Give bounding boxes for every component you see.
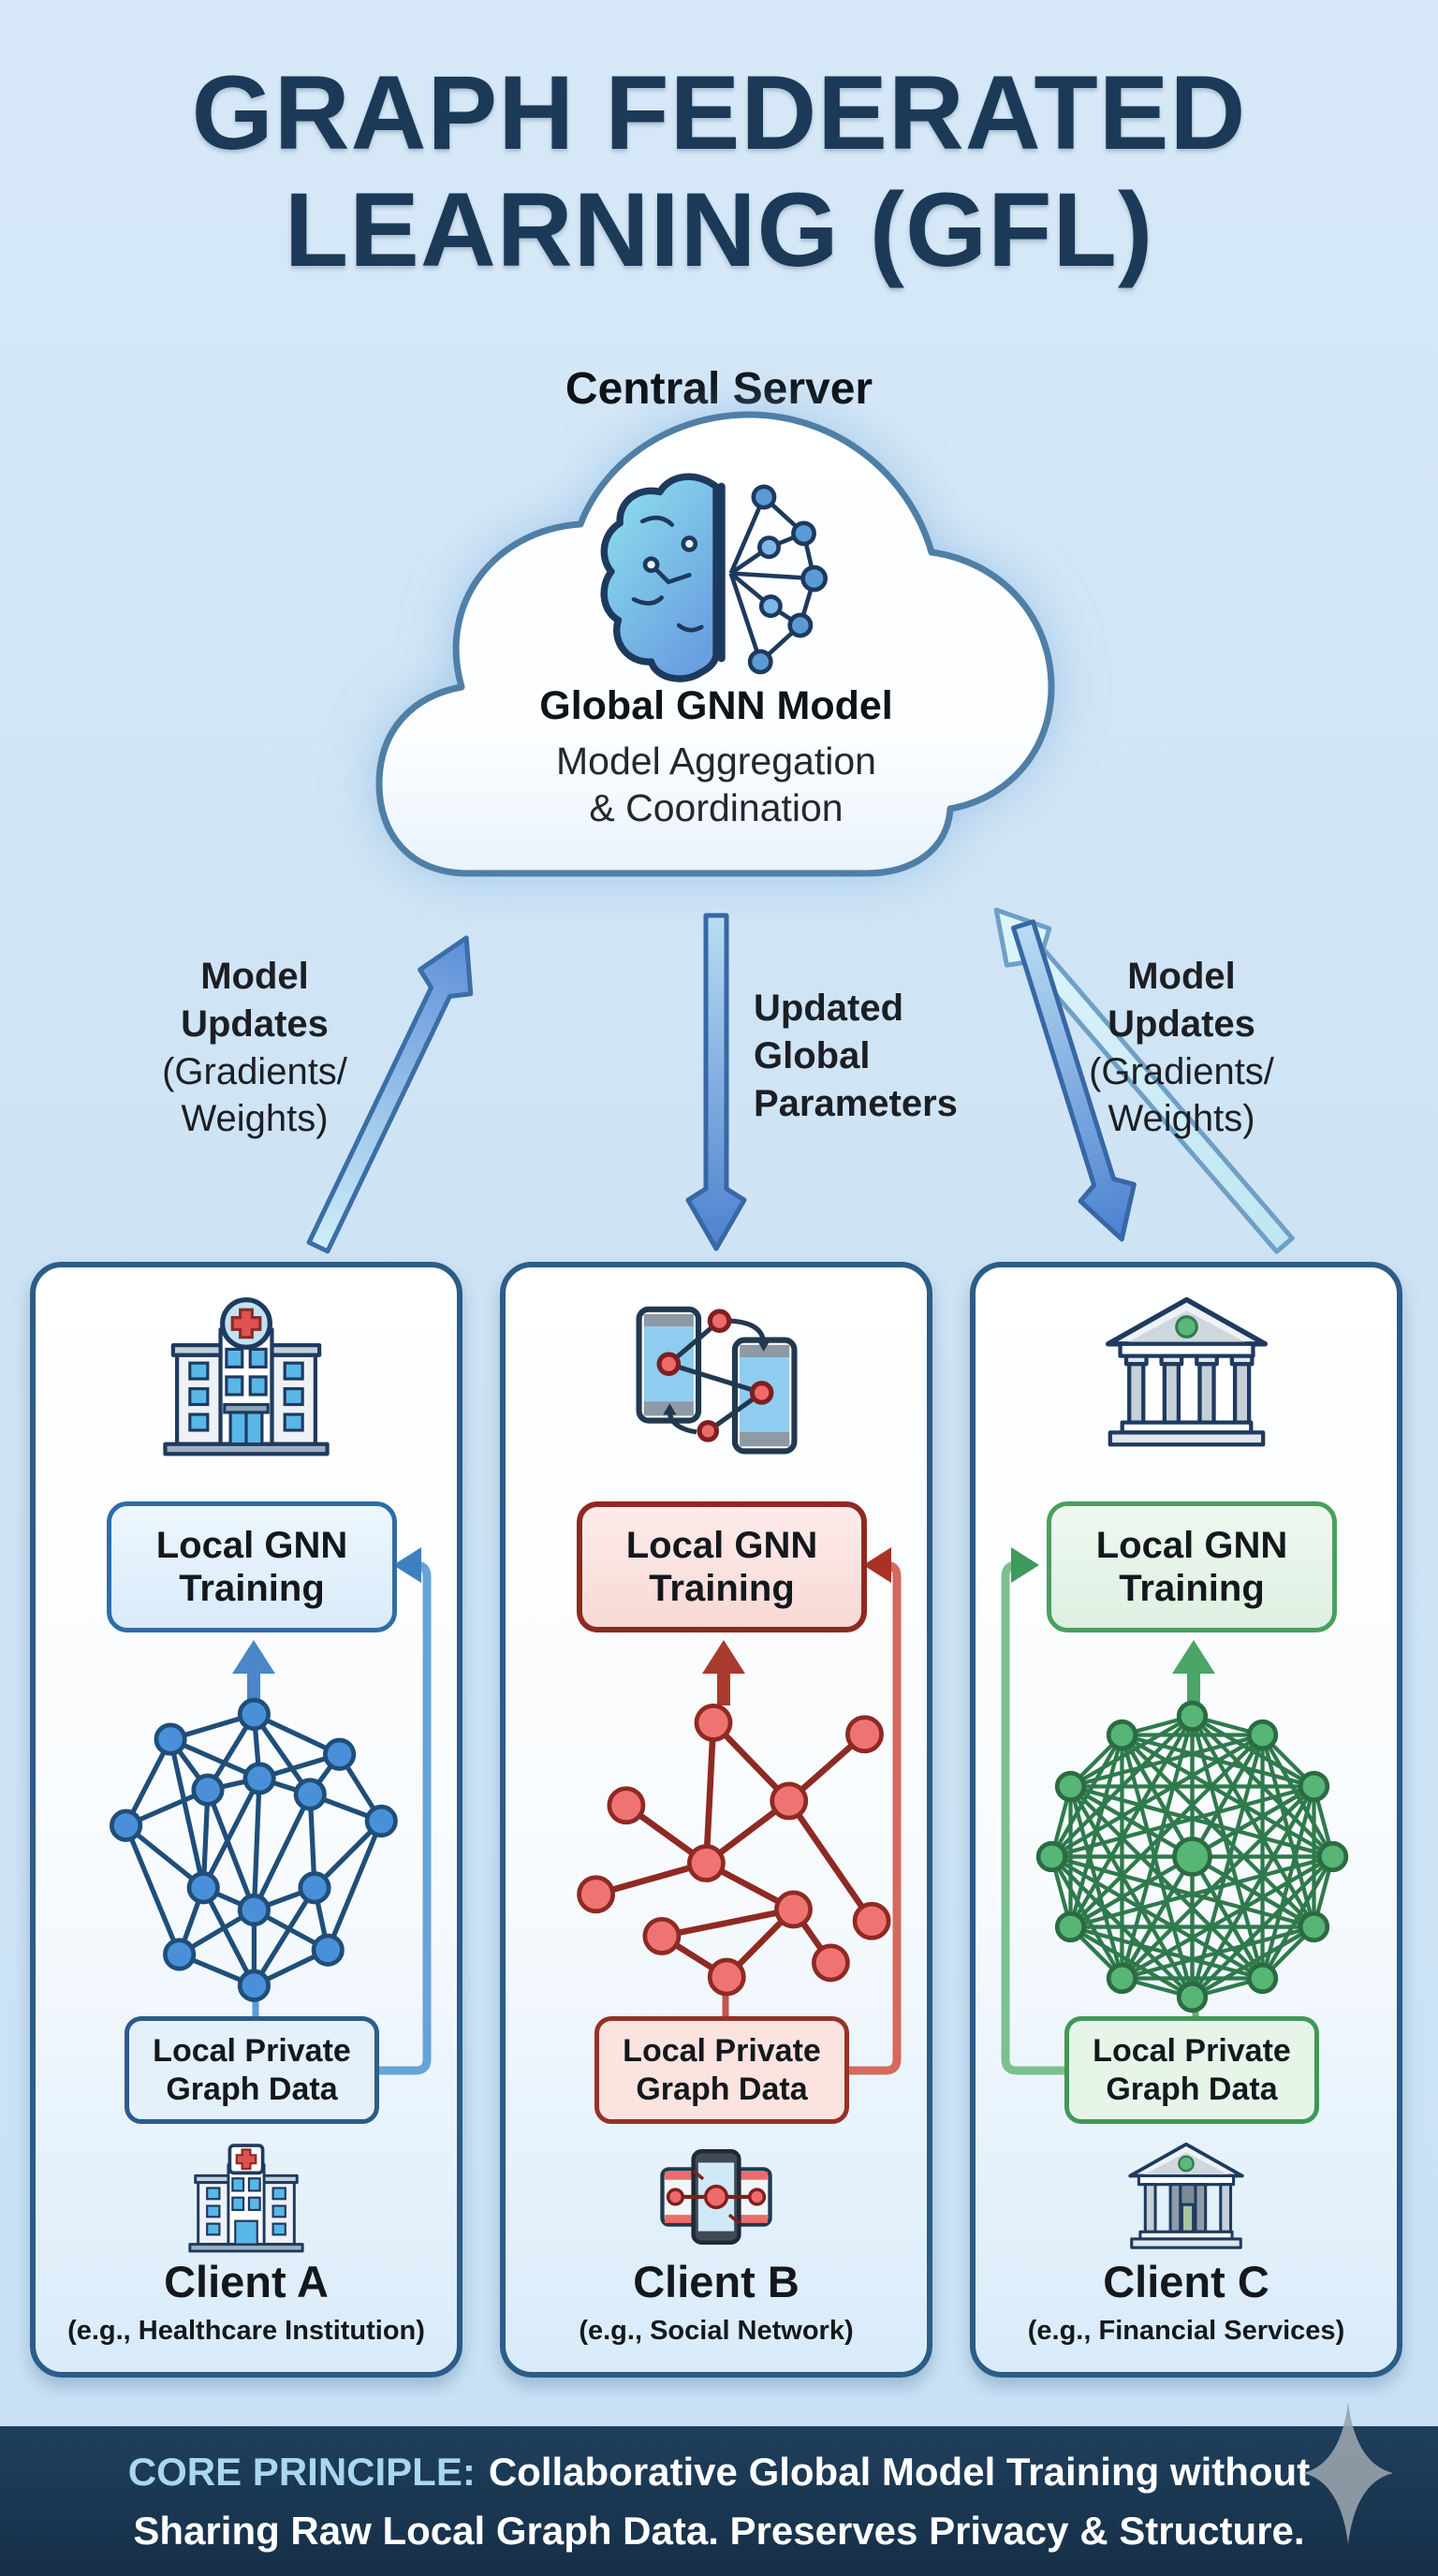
client-a-panel: Local GNN Training Local Private Graph D… — [30, 1262, 462, 2378]
hospital-icon — [36, 1294, 457, 1467]
client-c-local-gnn-training-box: Local GNN Training — [1047, 1501, 1337, 1632]
client-b-art — [577, 1547, 902, 2075]
client-a-local-gnn-training-box: Local GNN Training — [107, 1501, 397, 1632]
flow-label-left: Model Updates (Gradients/ Weights) — [162, 956, 347, 1140]
blue-graph-network — [110, 1697, 398, 2002]
loop-arrowhead-icon — [393, 1547, 421, 1583]
page-title: GRAPH FEDERATED LEARNING (GFL) — [0, 54, 1438, 289]
client-a-subtitle: (e.g., Healthcare Institution) — [67, 2316, 425, 2346]
client-a-local-private-graph-data-box: Local Private Graph Data — [125, 2016, 379, 2124]
banner-line1: CORE PRINCIPLE:Collaborative Global Mode… — [127, 2450, 1311, 2494]
smartphones-icon — [506, 1294, 927, 1462]
client-b-panel: Local GNN Training Local Private Graph D… — [500, 1262, 932, 2378]
client-c-art — [1001, 1547, 1349, 2075]
server-role-line2: & Coordination — [589, 786, 844, 829]
core-principle-banner: CORE PRINCIPLE:Collaborative Global Mode… — [0, 2426, 1438, 2576]
server-role-line1: Model Aggregation — [556, 739, 876, 783]
page-title-line1: GRAPH FEDERATED — [191, 54, 1247, 171]
green-graph-network — [1035, 1700, 1349, 2013]
loop-arrowhead-icon — [1011, 1547, 1039, 1583]
up-arrow-icon — [232, 1640, 275, 1705]
client-a-art — [110, 1547, 432, 2075]
client-b-subtitle: (e.g., Social Network) — [579, 2316, 854, 2346]
download-arrow-center — [685, 913, 747, 1251]
feedback-loop-line — [1001, 1560, 1064, 2075]
client-b-local-private-graph-data-box: Local Private Graph Data — [594, 2016, 849, 2124]
banner-line2: Sharing Raw Local Graph Data. Preserves … — [133, 2509, 1305, 2553]
brain-network-icon — [600, 473, 828, 682]
red-graph-network — [577, 1703, 891, 1997]
up-arrow-icon — [1172, 1640, 1215, 1705]
client-c-subtitle: (e.g., Financial Services) — [1027, 2316, 1345, 2346]
up-arrow-icon — [702, 1640, 745, 1705]
central-server-heading: Central Server — [565, 364, 873, 414]
page-title-line2: LEARNING (GFL) — [284, 171, 1154, 289]
client-c-local-private-graph-data-box: Local Private Graph Data — [1064, 2016, 1319, 2124]
client-c-name: Client C — [1103, 2257, 1269, 2306]
central-server-cloud: Global GNN Model Model Aggregation & Coo… — [360, 410, 1072, 887]
client-c-panel: Local GNN Training Local Private Graph D… — [970, 1262, 1402, 2378]
bank-icon — [976, 1294, 1397, 1459]
client-b-local-gnn-training-box: Local GNN Training — [577, 1501, 867, 1632]
core-principle-label: CORE PRINCIPLE: — [127, 2450, 476, 2494]
client-b-name: Client B — [633, 2257, 800, 2306]
flow-label-center: Updated Global Parameters — [754, 988, 958, 1124]
loop-arrowhead-icon — [863, 1547, 891, 1583]
hospital-small-icon — [36, 2140, 457, 2261]
feedback-loop-line — [849, 1560, 902, 2075]
bank-small-icon — [976, 2140, 1397, 2260]
smartphones-small-icon — [506, 2140, 927, 2259]
flow-label-right: Model Updates (Gradients/ Weights) — [1089, 956, 1274, 1140]
global-gnn-model-label: Global GNN Model — [539, 683, 893, 728]
client-a-name: Client A — [164, 2257, 329, 2306]
